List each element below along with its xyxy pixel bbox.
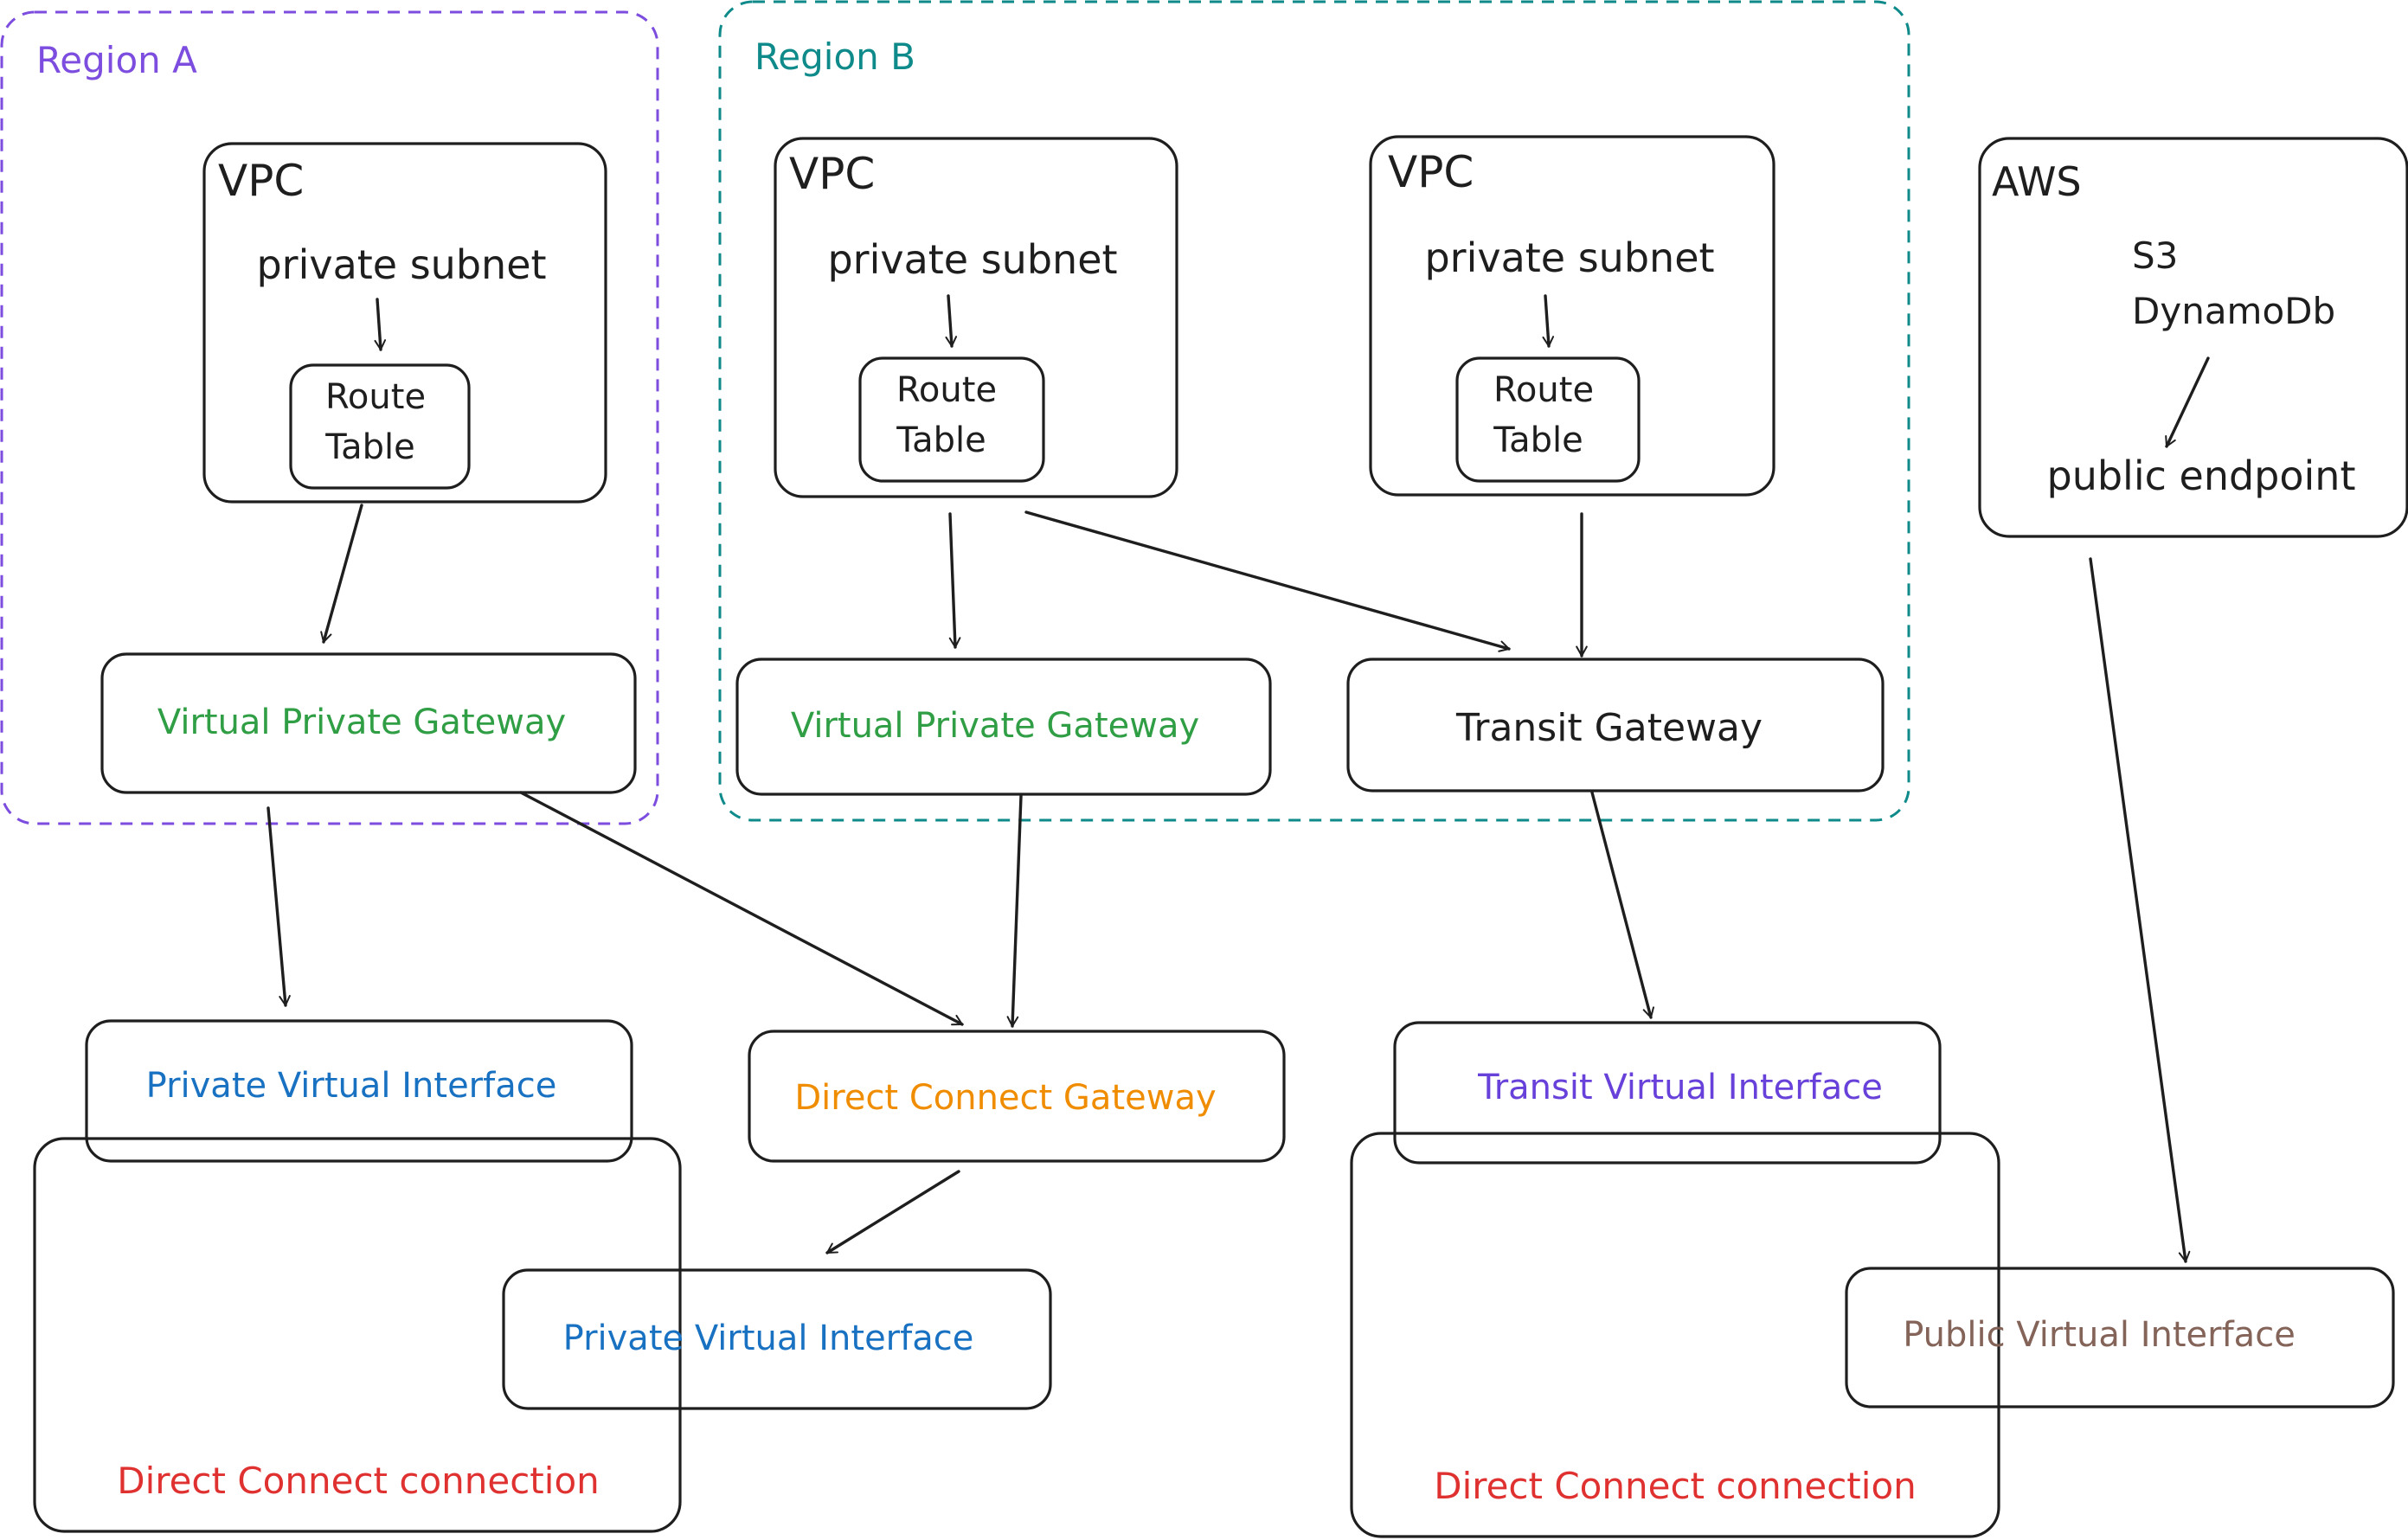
interface-label: Private Virtual Interface <box>563 1319 974 1358</box>
route-table-label: Table <box>896 420 986 460</box>
arrow-vpg-a-to-dxgw <box>519 791 964 1026</box>
route-table-label: Route <box>325 377 426 417</box>
route-table-label: Table <box>1493 420 1583 460</box>
direct-connect-connection-left: Direct Connect connection <box>33 1137 682 1533</box>
private-virtual-interface-a: Private Virtual Interface <box>85 1019 633 1163</box>
s3-label: S3 <box>2132 234 2178 277</box>
vpc-region-b-left: VPC private subnet Route Table <box>774 137 1178 498</box>
gateway-label: Virtual Private Gateway <box>791 706 1199 746</box>
private-subnet-label: private subnet <box>827 236 1117 283</box>
arrow-vpg-a-to-private-vif <box>266 806 291 1007</box>
arrow-subnet-to-route-b-left <box>945 294 958 348</box>
arrow-endpoint-to-public-vif <box>2089 557 2191 1263</box>
vpc-title: VPC <box>789 149 875 199</box>
dynamodb-label: DynamoDb <box>2132 290 2335 332</box>
gateway-label: Direct Connect Gateway <box>794 1078 1216 1118</box>
private-virtual-interface-b: Private Virtual Interface <box>502 1268 1052 1410</box>
aws-title: AWS <box>1992 158 2082 205</box>
route-table-box <box>289 363 471 490</box>
arrow-subnet-to-route-a <box>374 298 387 351</box>
vpc-region-b-right: VPC private subnet Route Table <box>1369 135 1775 497</box>
route-table-box <box>1455 356 1641 483</box>
arrow-vpc-b-to-tgw <box>1024 510 1511 652</box>
arrow-dxgw-to-private-vif <box>825 1170 960 1254</box>
interface-label: Private Virtual Interface <box>146 1066 557 1106</box>
private-subnet-label: private subnet <box>1424 234 1714 281</box>
direct-connect-gateway: Direct Connect Gateway <box>748 1030 1286 1163</box>
connection-label: Direct Connect connection <box>117 1460 600 1502</box>
connection-label: Direct Connect connection <box>1434 1465 1917 1507</box>
arrow-vpg-b-to-dxgw <box>1006 794 1023 1028</box>
route-table-box <box>858 356 1045 483</box>
arrow-subnet-to-route-b-right <box>1542 294 1555 348</box>
public-virtual-interface: Public Virtual Interface <box>1845 1267 2395 1408</box>
arrow-vpc-a-to-vpg-a <box>320 504 363 644</box>
region-a-boundary <box>0 10 659 825</box>
virtual-private-gateway-b: Virtual Private Gateway <box>735 658 1272 796</box>
virtual-private-gateway-a: Virtual Private Gateway <box>100 652 637 794</box>
arrow-aws-endpoint <box>2165 356 2210 448</box>
route-table-label: Route <box>1493 370 1594 410</box>
arrow-vpc-b-to-vpg-b <box>948 512 961 649</box>
private-subnet-label: private subnet <box>256 241 546 288</box>
region-b-label: Region B <box>755 35 915 78</box>
interface-label: Transit Virtual Interface <box>1477 1068 1883 1107</box>
region-b-boundary <box>718 0 1910 822</box>
vpc-title: VPC <box>1388 147 1474 197</box>
route-table-label: Route <box>896 370 997 410</box>
vpc-title: VPC <box>218 156 304 206</box>
route-table-label: Table <box>324 427 414 467</box>
transit-virtual-interface: Transit Virtual Interface <box>1393 1021 1942 1165</box>
gateway-label: Virtual Private Gateway <box>157 703 566 742</box>
arrow-tgw-to-transit-vif <box>1590 791 1654 1019</box>
gateway-label: Transit Gateway <box>1455 706 1763 750</box>
region-a-label: Region A <box>36 39 197 81</box>
transit-gateway: Transit Gateway <box>1346 658 1885 792</box>
aws-public-services: AWS S3 DynamoDb public endpoint <box>1978 137 2408 538</box>
public-endpoint-label: public endpoint <box>2047 452 2356 499</box>
interface-label: Public Virtual Interface <box>1903 1315 2296 1355</box>
direct-connect-connection-right: Direct Connect connection <box>1350 1132 2000 1538</box>
vpc-region-a: VPC private subnet Route Table <box>202 142 607 504</box>
